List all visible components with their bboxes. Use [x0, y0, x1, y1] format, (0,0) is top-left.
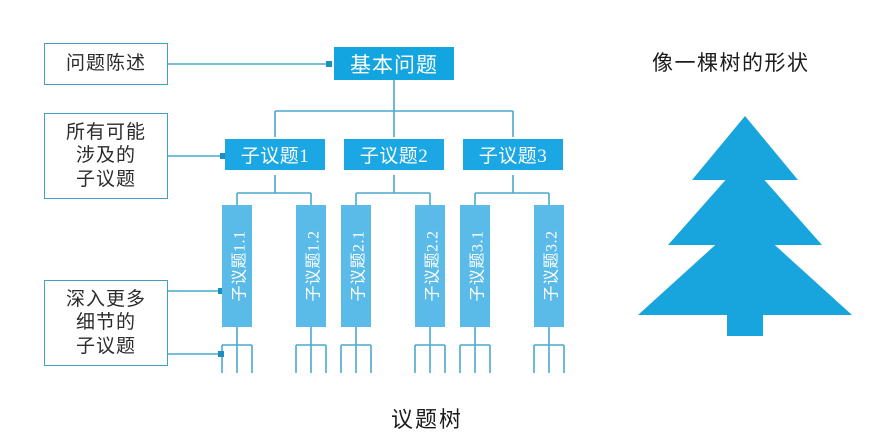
pine-tree-illustration [638, 116, 852, 336]
callout-problem-statement: 问题陈述 [44, 43, 168, 85]
node-label: 子议题3.1 [469, 230, 487, 302]
node-level3-subissue-3-1[interactable]: 子议题3.1 [460, 205, 490, 327]
node-level3-subissue-1-1[interactable]: 子议题1.1 [222, 205, 252, 327]
node-label: 子议题2.2 [424, 230, 442, 302]
callout-line: 所有可能 [65, 122, 146, 144]
diagram-caption: 议题树 [391, 407, 464, 432]
callout-line: 子议题 [75, 168, 136, 190]
node-level1-root[interactable]: 基本问题 [334, 47, 454, 80]
node-label: 子议题2 [359, 146, 429, 167]
node-level3-subissue-1-2[interactable]: 子议题1.2 [296, 205, 326, 327]
node-level2-subissue-3[interactable]: 子议题3 [463, 139, 563, 170]
node-label: 子议题1.2 [305, 230, 323, 302]
tree-shape-heading: 像一棵树的形状 [652, 51, 810, 75]
callout-line: 涉及的 [75, 145, 136, 167]
node-label: 子议题1.1 [231, 230, 249, 302]
callout-line: 子议题 [75, 335, 136, 357]
callout-line: 问题陈述 [65, 53, 146, 75]
node-label: 子议题3 [478, 146, 548, 167]
callout-deeper-detail-subissues: 深入更多 细节的 子议题 [44, 280, 168, 366]
callout-all-possible-subissues: 所有可能 涉及的 子议题 [44, 113, 168, 199]
node-label: 基本问题 [350, 52, 438, 77]
connector-endpoint-marker [326, 61, 332, 67]
node-level3-subissue-2-2[interactable]: 子议题2.2 [415, 205, 445, 327]
connector-endpoint-marker [218, 351, 224, 357]
node-level2-subissue-1[interactable]: 子议题1 [225, 139, 325, 170]
callout-line: 细节的 [75, 312, 136, 334]
node-level3-subissue-3-2[interactable]: 子议题3.2 [534, 205, 564, 327]
node-label: 子议题3.2 [543, 230, 561, 302]
node-label: 子议题2.1 [350, 230, 368, 302]
node-level3-subissue-2-1[interactable]: 子议题2.1 [341, 205, 371, 327]
node-label: 子议题1 [240, 146, 310, 167]
node-level2-subissue-2[interactable]: 子议题2 [344, 139, 444, 170]
callout-line: 深入更多 [65, 289, 146, 311]
